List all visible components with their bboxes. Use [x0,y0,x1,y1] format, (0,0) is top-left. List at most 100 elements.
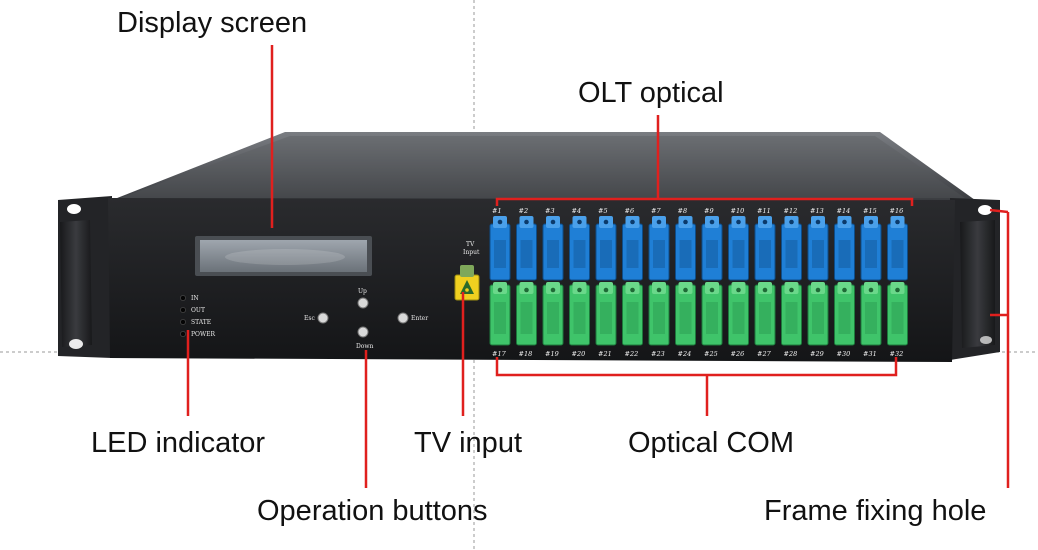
olt-port-label: #8 [678,207,688,215]
com-port-24[interactable] [675,282,696,346]
olt-port-8[interactable] [675,216,696,281]
left-frame-hole-bottom [69,339,83,349]
com-port-32[interactable] [887,282,908,346]
olt-port-label: #14 [837,207,851,215]
olt-port-label: #16 [890,207,904,215]
chassis-top [112,132,975,200]
led-label-power: POWER [191,331,216,338]
com-port-22[interactable] [622,282,643,346]
com-port-labels: #17#18#19#20#21#22#23#24#25#26#27#28#29#… [492,350,903,358]
olt-port-label: #15 [863,207,877,215]
down-label: Down [356,343,374,350]
com-port-21[interactable] [595,282,617,346]
callout-frame-fixing-hole: Frame fixing hole [764,495,987,527]
olt-port-label: #4 [572,207,582,215]
led-label-state: STATE [191,319,211,326]
olt-port-10[interactable] [728,216,749,281]
olt-port-label: #3 [545,207,555,215]
com-port-31[interactable] [860,282,882,346]
callout-led-indicator: LED indicator [91,427,266,459]
com-port-label: #22 [625,350,639,358]
olt-port-label: #10 [731,207,745,215]
enter-button[interactable] [397,312,409,324]
com-port-27[interactable] [754,282,776,346]
up-button[interactable] [357,297,369,309]
enter-label: Enter [411,315,428,322]
olt-port-7[interactable] [648,216,670,281]
tv-label-line1: TV [466,241,475,248]
olt-port-label: #5 [598,207,608,215]
olt-port-15[interactable] [860,216,882,281]
olt-port-label: #12 [784,207,798,215]
esc-label: Esc [304,315,315,322]
com-port-label: #26 [731,350,745,358]
olt-port-4[interactable] [569,216,590,281]
olt-port-16[interactable] [887,216,908,281]
com-port-label: #17 [492,350,507,358]
olt-optical-ports [489,216,908,281]
olt-port-label: #9 [704,207,714,215]
callout-tv-input: TV input [414,427,522,459]
olt-port-label: #6 [625,207,635,215]
olt-port-13[interactable] [807,216,829,281]
callout-operation-buttons: Operation buttons [257,495,488,527]
led-label-in: IN [191,295,199,302]
com-port-23[interactable] [648,282,670,346]
tv-input-port: TV Input [454,241,480,301]
com-port-label: #21 [598,350,612,358]
up-label: Up [358,288,367,295]
callout-display-screen: Display screen [117,7,308,39]
com-port-label: #31 [863,350,877,358]
olt-port-label: #13 [810,207,824,215]
olt-port-6[interactable] [622,216,643,281]
olt-port-5[interactable] [595,216,617,281]
com-port-label: #25 [704,350,718,358]
right-frame-hole-top [978,205,992,215]
com-port-29[interactable] [807,282,829,346]
olt-port-9[interactable] [701,216,723,281]
olt-port-label: #7 [651,207,661,215]
com-port-label: #32 [890,350,904,358]
com-port-26[interactable] [728,282,749,346]
com-port-20[interactable] [569,282,590,346]
olt-port-2[interactable] [516,216,537,281]
com-port-label: #27 [757,350,772,358]
operation-buttons: Up Esc Enter Down [304,288,428,350]
com-port-28[interactable] [781,282,802,346]
com-port-25[interactable] [701,282,723,346]
com-port-label: #30 [837,350,851,358]
com-port-label: #24 [678,350,692,358]
com-port-label: #29 [810,350,824,358]
com-port-label: #28 [784,350,798,358]
com-port-17[interactable] [489,282,511,346]
com-port-18[interactable] [516,282,537,346]
olt-port-label: #2 [519,207,529,215]
annotation-lines [186,45,1010,488]
com-port-30[interactable] [834,282,855,346]
left-frame-hole-top [67,204,81,214]
olt-port-labels: #1#2#3#4#5#6#7#8#9#10#11#12#13#14#15#16 [492,207,903,215]
com-port-19[interactable] [542,282,564,346]
com-port-label: #18 [519,350,533,358]
led-indicators: IN OUT STATE POWER [180,295,216,338]
olt-port-14[interactable] [834,216,855,281]
tv-label-line2: Input [463,249,480,256]
right-rack-ear [950,198,1000,360]
left-rack-ear [58,196,112,358]
olt-port-label: #11 [757,207,771,215]
esc-button[interactable] [317,312,329,324]
olt-port-12[interactable] [781,216,802,281]
callout-optical-com: Optical COM [628,427,794,459]
com-port-label: #20 [572,350,586,358]
com-port-label: #23 [651,350,665,358]
olt-port-3[interactable] [542,216,564,281]
right-frame-hole-bottom [980,336,992,344]
olt-port-1[interactable] [489,216,511,281]
olt-port-11[interactable] [754,216,776,281]
led-label-out: OUT [191,307,205,314]
callout-olt-optical: OLT optical [578,77,724,109]
optical-com-ports [489,282,908,346]
down-button[interactable] [357,326,369,338]
